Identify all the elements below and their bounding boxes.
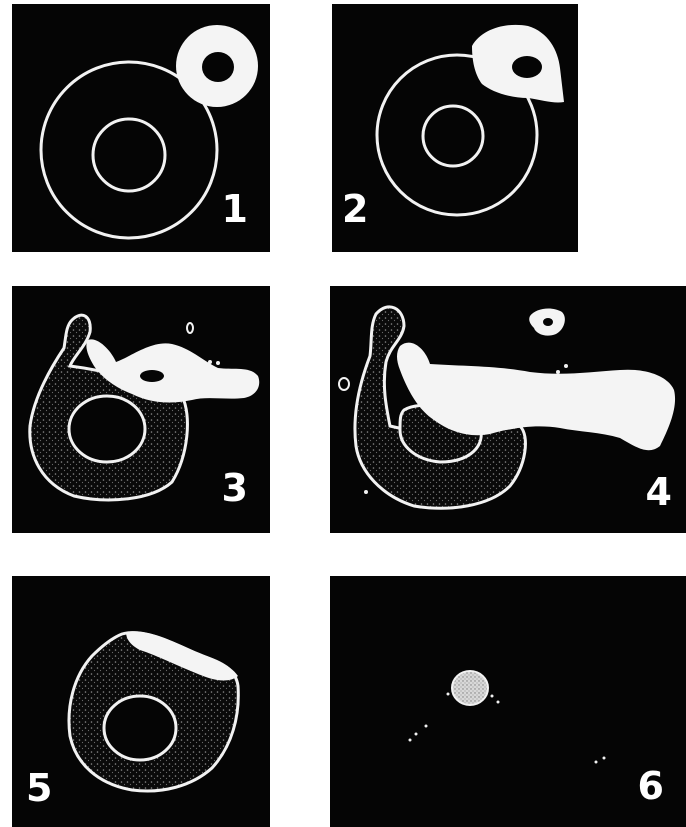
panel-number-4: 4 <box>646 473 672 511</box>
fragment-dot <box>603 757 606 760</box>
residue-particle <box>452 671 488 705</box>
fragment-dot <box>409 739 412 742</box>
panel-4-illustration <box>330 286 686 533</box>
fragment-dot <box>447 693 450 696</box>
fragment-dot <box>364 490 368 494</box>
panel-6-illustration <box>330 576 686 827</box>
panel-6: 6 <box>330 576 686 827</box>
panel-5: 5 <box>12 576 270 827</box>
attacking-sphere-core <box>202 52 234 82</box>
spilling-content-hole <box>140 370 164 382</box>
fragment-dot <box>491 695 494 698</box>
panel-number-5: 5 <box>26 769 52 807</box>
panel-1: 1 <box>12 4 270 252</box>
fragment-dot <box>216 361 220 365</box>
fragment-dot <box>425 725 428 728</box>
fragment-dot <box>572 374 576 378</box>
panel-3: 3 <box>12 286 270 533</box>
panel-number-1: 1 <box>222 190 248 228</box>
floating-fragment-hole <box>543 318 553 326</box>
fragment-dot <box>595 761 598 764</box>
inner-cell-ring <box>423 106 483 166</box>
panel-number-3: 3 <box>222 469 248 507</box>
fragment <box>187 323 193 333</box>
fragment-dot <box>564 364 568 368</box>
panel-2-illustration <box>332 4 578 252</box>
fragment-dot <box>208 360 212 364</box>
panel-2: 2 <box>332 4 578 252</box>
panel-number-2: 2 <box>342 190 368 228</box>
panel-number-6: 6 <box>638 767 664 805</box>
fragment-dot <box>415 733 418 736</box>
fusing-sphere-core <box>512 56 542 78</box>
inner-cell-ring <box>104 696 176 760</box>
fragment-dot <box>556 370 560 374</box>
panel-4: 4 <box>330 286 686 533</box>
fragment <box>339 378 349 390</box>
inner-cell-ring <box>93 119 165 191</box>
inner-cell-ring <box>69 396 145 462</box>
fragment-dot <box>497 701 500 704</box>
